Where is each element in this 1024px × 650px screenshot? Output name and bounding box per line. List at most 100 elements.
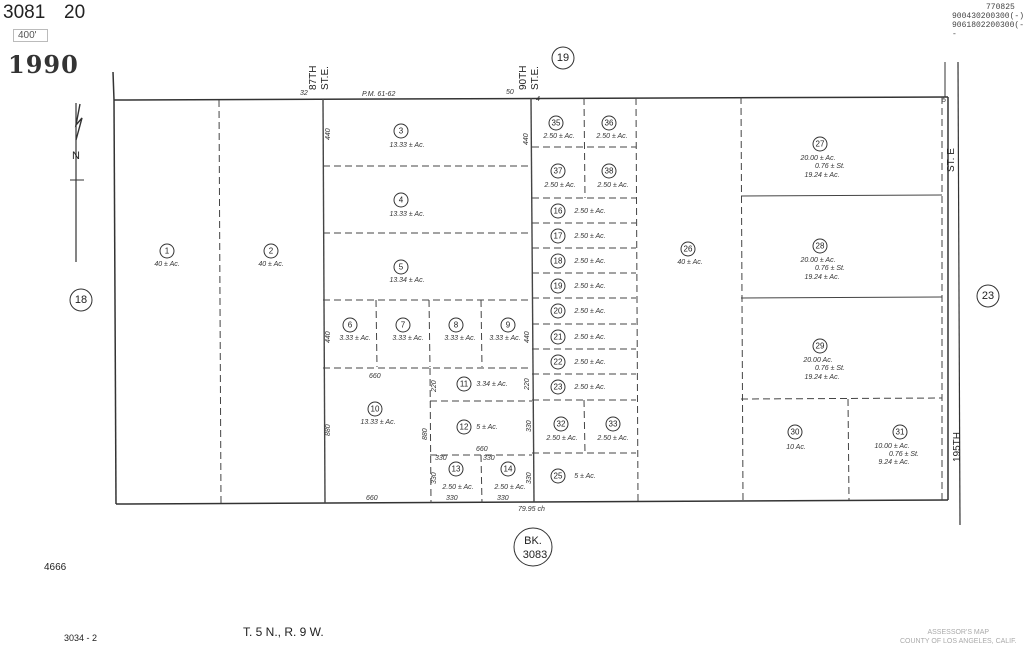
svg-text:7: 7 [401,321,406,330]
svg-text:25: 25 [554,472,563,481]
north-arrow-icon: N [70,103,84,262]
street-90th: 90TH ST.E. [518,66,541,90]
svg-text:18: 18 [554,257,563,266]
parcel: 63.33 ± Ac. [339,317,371,342]
parcel: 7 3.33 ± Ac. [392,317,424,342]
assessor-stamp-title: ASSESSOR'S MAP [927,629,990,636]
map-year: 1990 [8,50,79,79]
svg-text:40 ± Ac.: 40 ± Ac. [258,261,283,268]
map-boundary [112,61,961,526]
svg-text:30: 30 [791,428,800,437]
township-range: T. 5 N., R. 9 W. [243,625,324,639]
parcel: 382.50 ± Ac. [596,163,629,189]
svg-text:2: 2 [269,247,274,256]
parcel: 14 2.50 ± Ac. [493,461,526,491]
svg-text:13.34 ± Ac.: 13.34 ± Ac. [389,277,424,284]
svg-text:13.33 ± Ac.: 13.33 ± Ac. [389,142,424,149]
assessor-stamp: ASSESSOR'S MAP COUNTY OF LOS ANGELES, CA… [900,628,1017,646]
svg-text:3.34 ± Ac.: 3.34 ± Ac. [476,381,507,388]
svg-text:13.33 ± Ac.: 13.33 ± Ac. [360,419,395,426]
svg-text:220: 220 [524,378,531,391]
svg-text:2.50 ± Ac.: 2.50 ± Ac. [493,484,525,491]
pm-reference: P.M. 61-62 [362,91,395,98]
map-number: 3081 [3,2,46,23]
svg-text:2.50 ± Ac.: 2.50 ± Ac. [543,182,575,189]
svg-text:2.50 ± Ac.: 2.50 ± Ac. [573,334,605,341]
svg-text:4: 4 [536,96,540,103]
svg-text:20: 20 [554,307,563,316]
svg-text:330: 330 [446,495,458,502]
parcel: 2 40 ± Ac. [258,243,284,268]
parcel: 10 13.33 ± Ac. [360,401,396,426]
svg-text:19: 19 [557,52,569,64]
parcel: 332.50 ± Ac. [596,416,629,442]
svg-text:32: 32 [300,90,308,97]
parcel: 140 ± Ac. [154,243,180,268]
svg-text:40 ± Ac.: 40 ± Ac. [677,259,702,266]
svg-text:14: 14 [504,465,513,474]
svg-text:28: 28 [816,242,825,251]
svg-text:23: 23 [554,383,563,392]
parcel: 83.33 ± Ac. [444,317,476,342]
svg-text:440: 440 [325,128,332,140]
svg-text:3.33 ± Ac.: 3.33 ± Ac. [444,335,475,342]
svg-text:36: 36 [605,119,614,128]
parcel: 3 13.33 ± Ac. [389,123,425,149]
svg-text:9.24 ± Ac.: 9.24 ± Ac. [878,459,909,466]
parcel: 372.50 ± Ac. [543,163,576,189]
svg-text:3.33 ± Ac.: 3.33 ± Ac. [392,335,423,342]
street-195th: 195TH [952,432,963,462]
svg-text:2.50 ± Ac.: 2.50 ± Ac. [573,258,605,265]
revision-entry: 9061802200300(-) - [952,21,1024,39]
svg-text:5: 5 [399,263,404,272]
svg-text:0.76 ± St.: 0.76 ± St. [815,163,845,170]
svg-text:440: 440 [523,133,530,145]
adjacent-page-east: 23 [976,284,1000,308]
parcel: 23 2.50 ± Ac. [550,379,606,395]
parcel: 132.50 ± Ac. [441,461,474,491]
svg-text:10.00 ± Ac.: 10.00 ± Ac. [874,443,909,450]
svg-text:5 ± Ac.: 5 ± Ac. [574,473,596,480]
svg-text:2.50 ± Ac.: 2.50 ± Ac. [573,384,605,391]
svg-text:20.00 ± Ac.: 20.00 ± Ac. [799,257,835,264]
svg-text:5: 5 [942,97,946,104]
street-87th: 87TH ST.E. [308,66,331,90]
svg-text:0.76 ± St.: 0.76 ± St. [889,451,919,458]
svg-text:20.00 Ac.: 20.00 Ac. [802,357,832,364]
svg-text:0.76 ± St.: 0.76 ± St. [815,365,845,372]
parcel-lines [218,96,943,504]
svg-text:330: 330 [526,420,533,432]
revision-list: 770825 900430200300(-) 9061802200300(-) … [952,3,1024,39]
svg-text:13.33 ± Ac.: 13.33 ± Ac. [389,211,424,218]
svg-text:3.33 ± Ac.: 3.33 ± Ac. [489,335,520,342]
svg-text:660: 660 [366,495,378,502]
svg-text:3083: 3083 [523,549,547,561]
svg-text:2.50 ± Ac.: 2.50 ± Ac. [441,484,473,491]
svg-text:20.00 ± Ac.: 20.00 ± Ac. [799,155,835,162]
dimension-labels: 32 50 4 5 440 440 440 440 660 220 220 88… [300,89,946,513]
svg-text:32: 32 [557,420,566,429]
svg-text:330: 330 [435,455,447,462]
assessor-stamp-county: COUNTY OF LOS ANGELES, CALIF. [900,638,1017,645]
svg-text:19: 19 [554,282,563,291]
svg-text:330: 330 [497,495,509,502]
svg-text:3: 3 [399,127,404,136]
svg-text:11: 11 [460,380,469,389]
svg-text:2.50 ± Ac.: 2.50 ± Ac. [545,435,577,442]
book-reference: BK. 3083 [513,527,553,567]
revision-entry: 900430200300(-) [952,12,1024,21]
svg-text:10: 10 [371,405,380,414]
parcel: 93.33 ± Ac. [489,317,521,342]
svg-text:5 ± Ac.: 5 ± Ac. [476,424,498,431]
svg-text:18: 18 [75,294,87,306]
svg-text:35: 35 [552,119,561,128]
page-number: 20 [64,2,86,23]
